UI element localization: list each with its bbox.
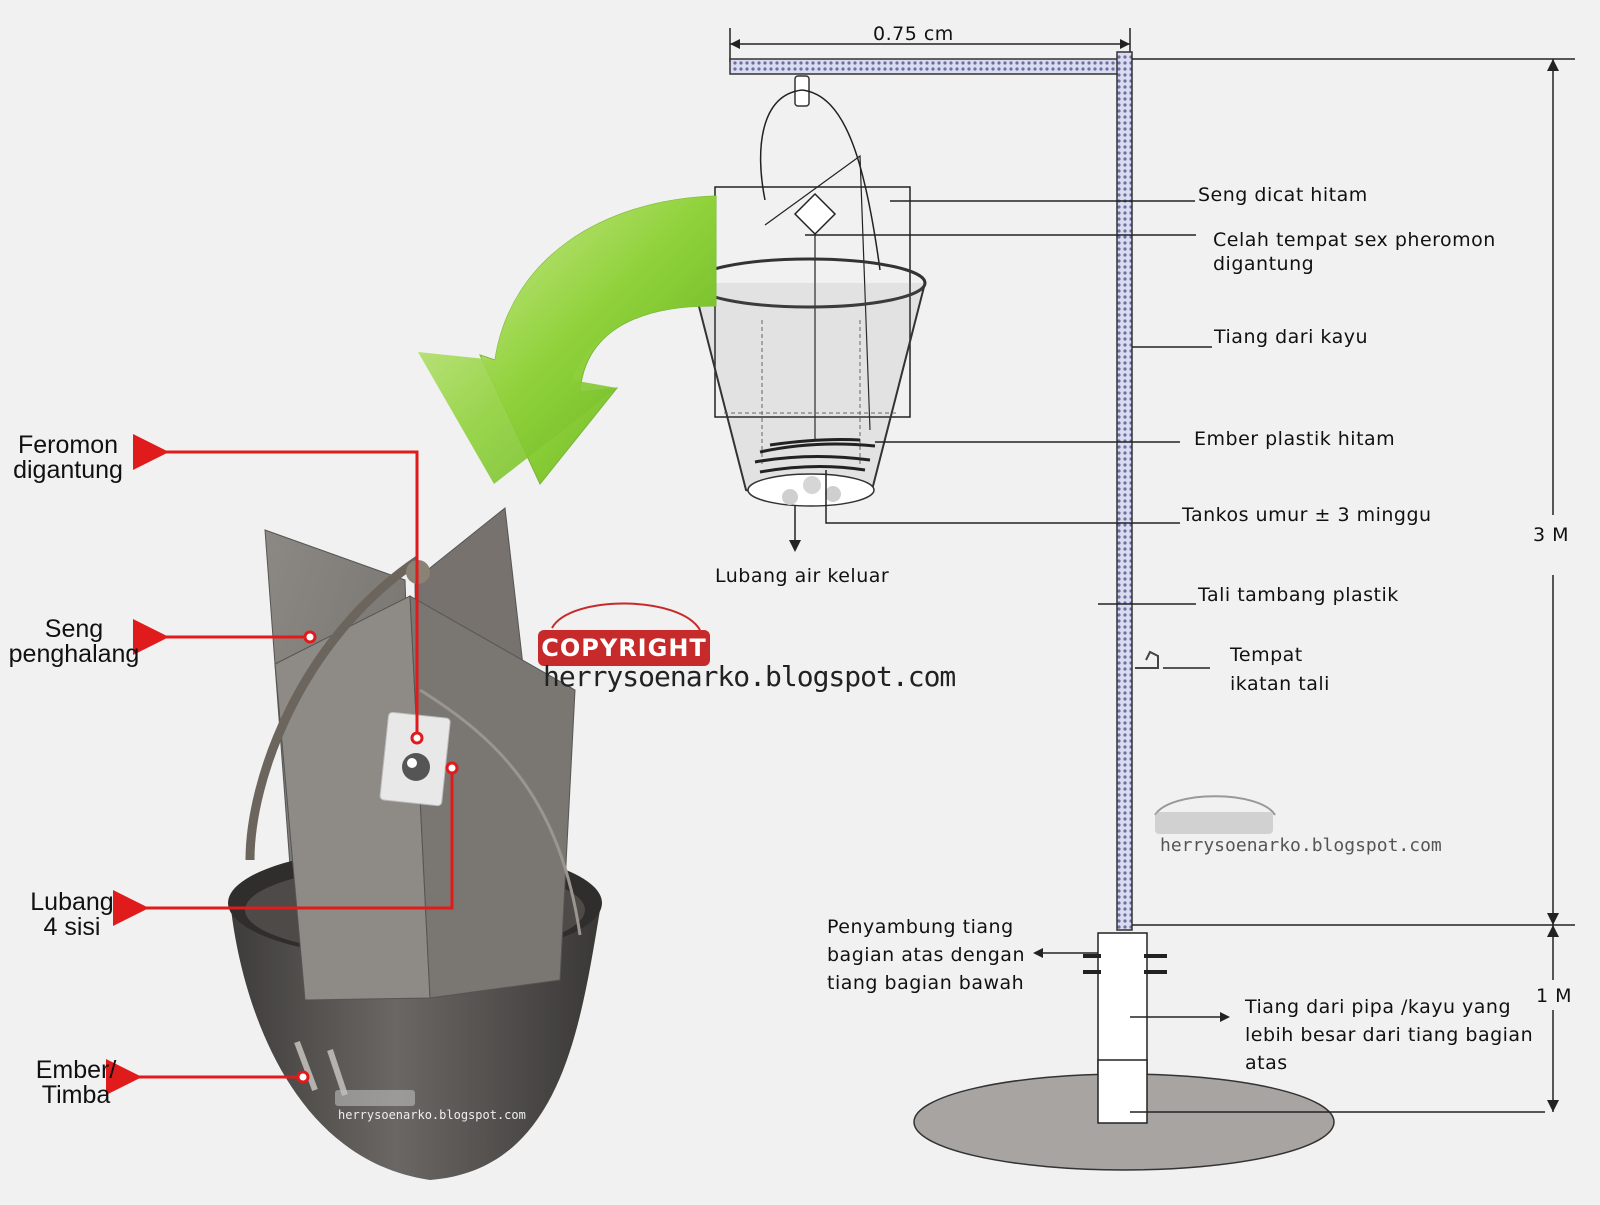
pheromone-slot: [793, 192, 837, 236]
label-ember-line2: Timba: [41, 1081, 111, 1109]
label-feromon-line1: Feromon: [17, 431, 119, 459]
bucket-photo: [228, 507, 602, 1180]
wooden-pole: [1116, 51, 1133, 931]
label-ember-timba: Ember/ Timba: [26, 1058, 126, 1108]
label-feromon: Feromon digantung: [4, 433, 132, 483]
label-feromon-line2: digantung: [13, 456, 123, 484]
pole-schematic: [691, 28, 1575, 1171]
label-tiang-kayu: Tiang dari kayu: [1214, 326, 1369, 348]
label-tempat-line1: Tempat: [1230, 644, 1303, 666]
label-tankos: Tankos umur ± 3 minggu: [1182, 504, 1432, 526]
dimension-1m-label: 1 M: [1536, 984, 1573, 1008]
crossbar: [729, 58, 1129, 75]
label-seng-line1: Seng: [44, 615, 104, 643]
label-seng-dicat: Seng dicat hitam: [1198, 184, 1368, 206]
label-penyambung-line3: tiang bagian bawah: [827, 972, 1025, 994]
label-lubang-air: Lubang air keluar: [715, 565, 890, 587]
dimension-top-label: 0.75 cm: [873, 23, 954, 45]
label-pipa-line3: atas: [1245, 1052, 1288, 1074]
watermark-url-main: herrysoenarko.blogspot.com: [543, 660, 956, 693]
label-seng-penghalang: Seng penghalang: [0, 617, 148, 667]
label-penyambung-line1: Penyambung tiang: [827, 916, 1014, 938]
label-lubang-4-sisi: Lubang 4 sisi: [20, 890, 124, 940]
label-ember-line1: Ember/: [35, 1056, 117, 1084]
label-pipa-line2: lebih besar dari tiang bagian: [1245, 1024, 1534, 1046]
copyright-badge: COPYRIGHT: [538, 630, 710, 666]
label-celah-line1: Celah tempat sex pheromon: [1213, 229, 1496, 251]
label-celah-line2: digantung: [1213, 253, 1315, 275]
label-seng-line2: penghalang: [8, 640, 140, 668]
label-lubang-line2: 4 sisi: [43, 913, 101, 941]
watermark-url-bucket: herrysoenarko.blogspot.com: [338, 1108, 526, 1122]
dimension-3m-label: 3 M: [1533, 523, 1570, 547]
label-tempat-line2: ikatan tali: [1230, 673, 1330, 695]
red-arrows: [106, 434, 459, 1095]
label-tali: Tali tambang plastik: [1198, 584, 1399, 606]
label-penyambung-line2: bagian atas dengan: [827, 944, 1025, 966]
label-ember-plastik: Ember plastik hitam: [1194, 428, 1396, 450]
watermark-url-pole: herrysoenarko.blogspot.com: [1160, 835, 1442, 856]
label-lubang-line1: Lubang: [30, 888, 114, 916]
label-pipa-line1: Tiang dari pipa /kayu yang: [1245, 996, 1512, 1018]
